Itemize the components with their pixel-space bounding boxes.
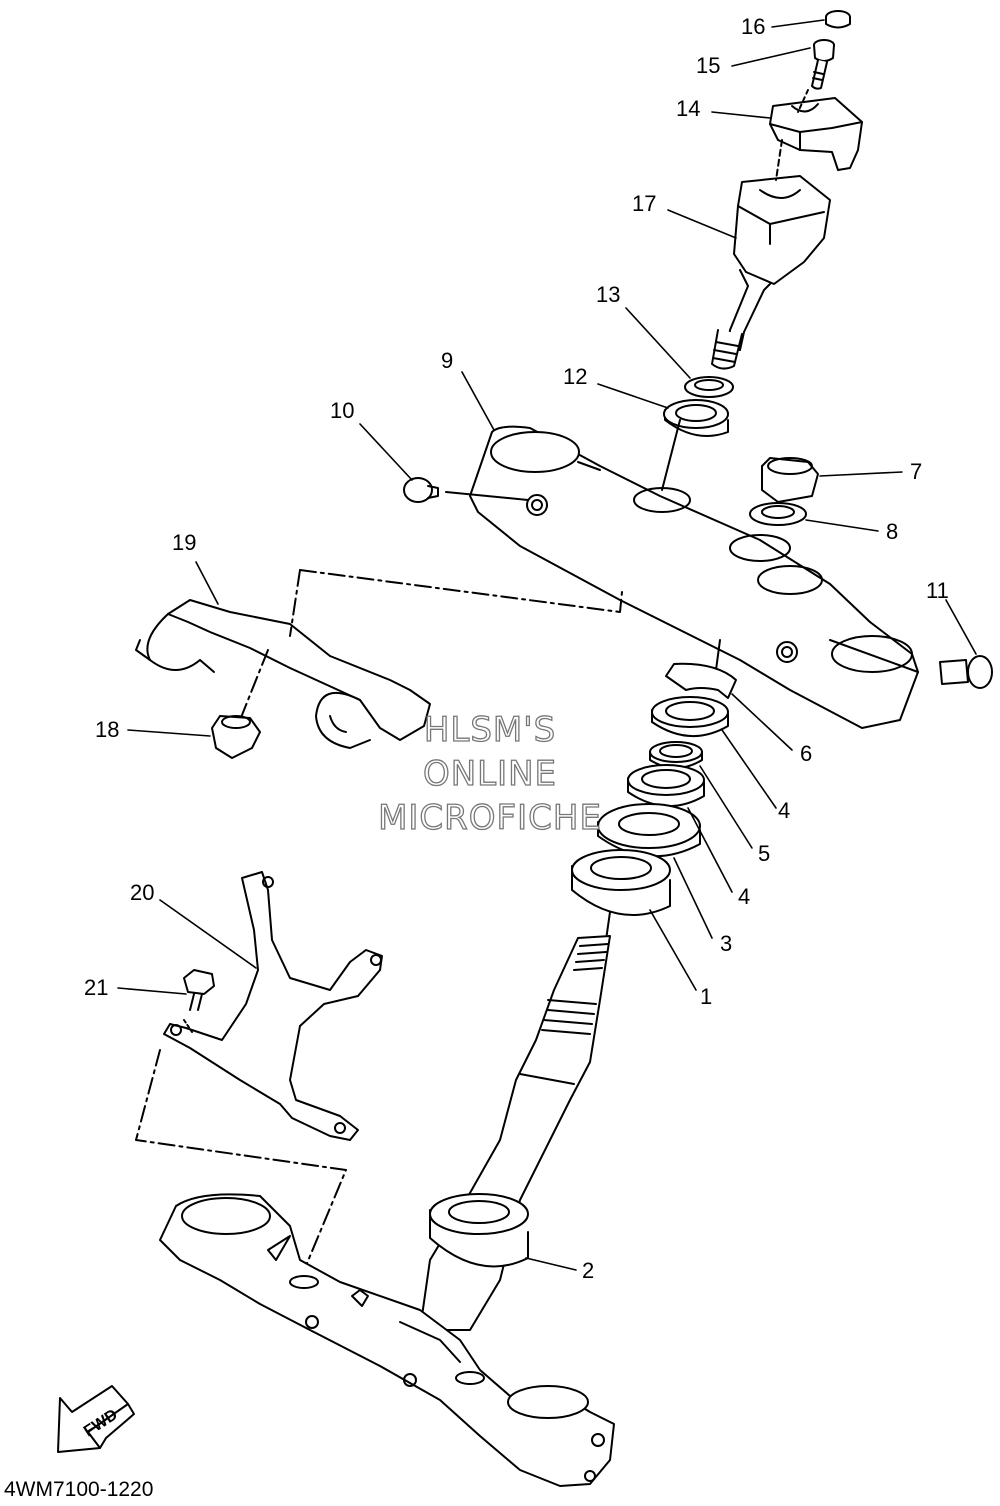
- part-15-bolt: [811, 39, 835, 90]
- part-14-upper-holder: [769, 89, 863, 171]
- part-11-bolt: [939, 655, 993, 689]
- part-6-lock-washer: [665, 662, 737, 699]
- part-16-cap: [825, 10, 851, 29]
- watermark-line-1: HLSM'S: [423, 709, 557, 750]
- callout-2: 2: [582, 1258, 595, 1283]
- callout-17: 17: [632, 191, 657, 216]
- part-20-bracket: [135, 871, 383, 1281]
- callout-5: 5: [758, 841, 771, 866]
- callout-1: 1: [700, 984, 713, 1009]
- callout-12: 12: [563, 364, 588, 389]
- part-18-nut: [211, 715, 261, 759]
- callout-7: 7: [910, 459, 923, 484]
- callout-20: 20: [130, 880, 155, 905]
- lower-bracket: [159, 1193, 615, 1487]
- callout-14: 14: [676, 96, 701, 121]
- watermark-line-2: ONLINE: [422, 753, 558, 794]
- part-17-lower-holder: [711, 139, 831, 370]
- callout-18: 18: [95, 717, 120, 742]
- callout-9: 9: [441, 348, 454, 373]
- callout-3: 3: [720, 931, 733, 956]
- leader-lines: [117, 19, 977, 1271]
- callout-6: 6: [800, 741, 813, 766]
- part-8-washer: [749, 502, 807, 526]
- diagram-code: 4WM7100-1220: [4, 1478, 154, 1501]
- callout-16: 16: [741, 14, 766, 39]
- callout-4-upper: 4: [778, 798, 791, 823]
- callout-11: 11: [926, 578, 949, 603]
- part-5-rubber-washer: [649, 741, 703, 769]
- part-21-bolt: [183, 969, 215, 1033]
- part-2-lower-bearing: [429, 1193, 529, 1268]
- callout-19: 19: [172, 530, 197, 555]
- part-10-plug: [403, 477, 529, 503]
- callout-15: 15: [696, 53, 721, 78]
- callout-10: 10: [330, 398, 355, 423]
- part-9-upper-bracket: [469, 419, 919, 729]
- callout-21: 21: [84, 975, 109, 1000]
- callout-13: 13: [596, 282, 621, 307]
- part-7-nut: [761, 457, 819, 503]
- part-4-ring-nut-upper: [651, 696, 729, 737]
- fwd-arrow-icon: [57, 1385, 135, 1453]
- part-19-cable-guide: [135, 569, 623, 749]
- callout-4-lower: 4: [738, 884, 751, 909]
- part-12-bushing: [663, 399, 729, 437]
- watermark-line-3: MICROFICHE: [377, 797, 602, 838]
- part-1-bearing: [571, 849, 671, 941]
- callout-8: 8: [886, 519, 899, 544]
- part-13-washer: [684, 376, 734, 398]
- part-4-ring-nut-lower: [627, 764, 705, 807]
